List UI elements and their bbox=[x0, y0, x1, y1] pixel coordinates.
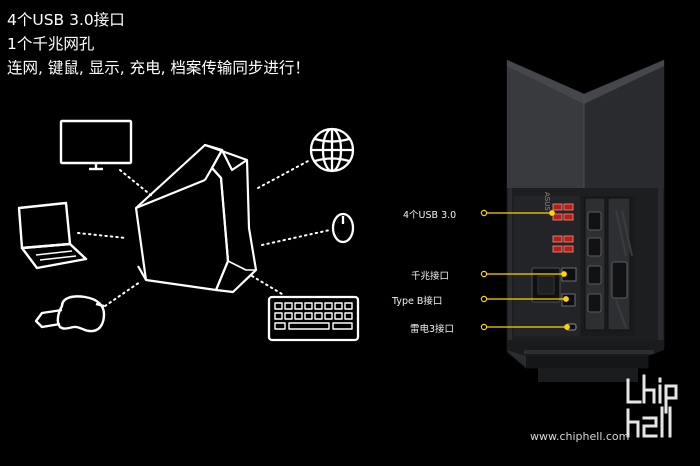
globe-icon bbox=[309, 127, 355, 173]
label-type-b-port: Type B接口 bbox=[392, 296, 443, 307]
dock-outline-icon bbox=[134, 143, 258, 294]
monitor-icon bbox=[59, 119, 133, 171]
headline: 4个USB 3.0接口 1个千兆网孔 连网, 键鼠, 显示, 充电, 档案传输同… bbox=[7, 8, 310, 80]
label-gigabit-ethernet: 千兆接口 bbox=[411, 271, 450, 282]
headline-line-ethernet: 1个千兆网孔 bbox=[7, 35, 95, 53]
vr-headset-icon bbox=[34, 295, 106, 333]
port-callouts bbox=[480, 209, 570, 331]
headline-line-usb: 4个USB 3.0接口 bbox=[7, 11, 125, 29]
chiphell-logo bbox=[626, 374, 678, 438]
headline-line-features: 连网, 键鼠, 显示, 充电, 档案传输同步进行！ bbox=[7, 59, 310, 77]
laptop-icon bbox=[17, 201, 88, 270]
label-usb-ports: 4个USB 3.0 bbox=[403, 210, 457, 221]
watermark-url: www.chiphell.com bbox=[530, 430, 630, 443]
keyboard-icon bbox=[267, 295, 360, 342]
label-thunderbolt-3: 雷电3接口 bbox=[410, 324, 455, 335]
dock-product bbox=[506, 59, 665, 382]
mouse-icon bbox=[331, 212, 355, 244]
dotted-connectors bbox=[77, 159, 331, 307]
dock-brand-mark: ASUS bbox=[543, 192, 551, 211]
